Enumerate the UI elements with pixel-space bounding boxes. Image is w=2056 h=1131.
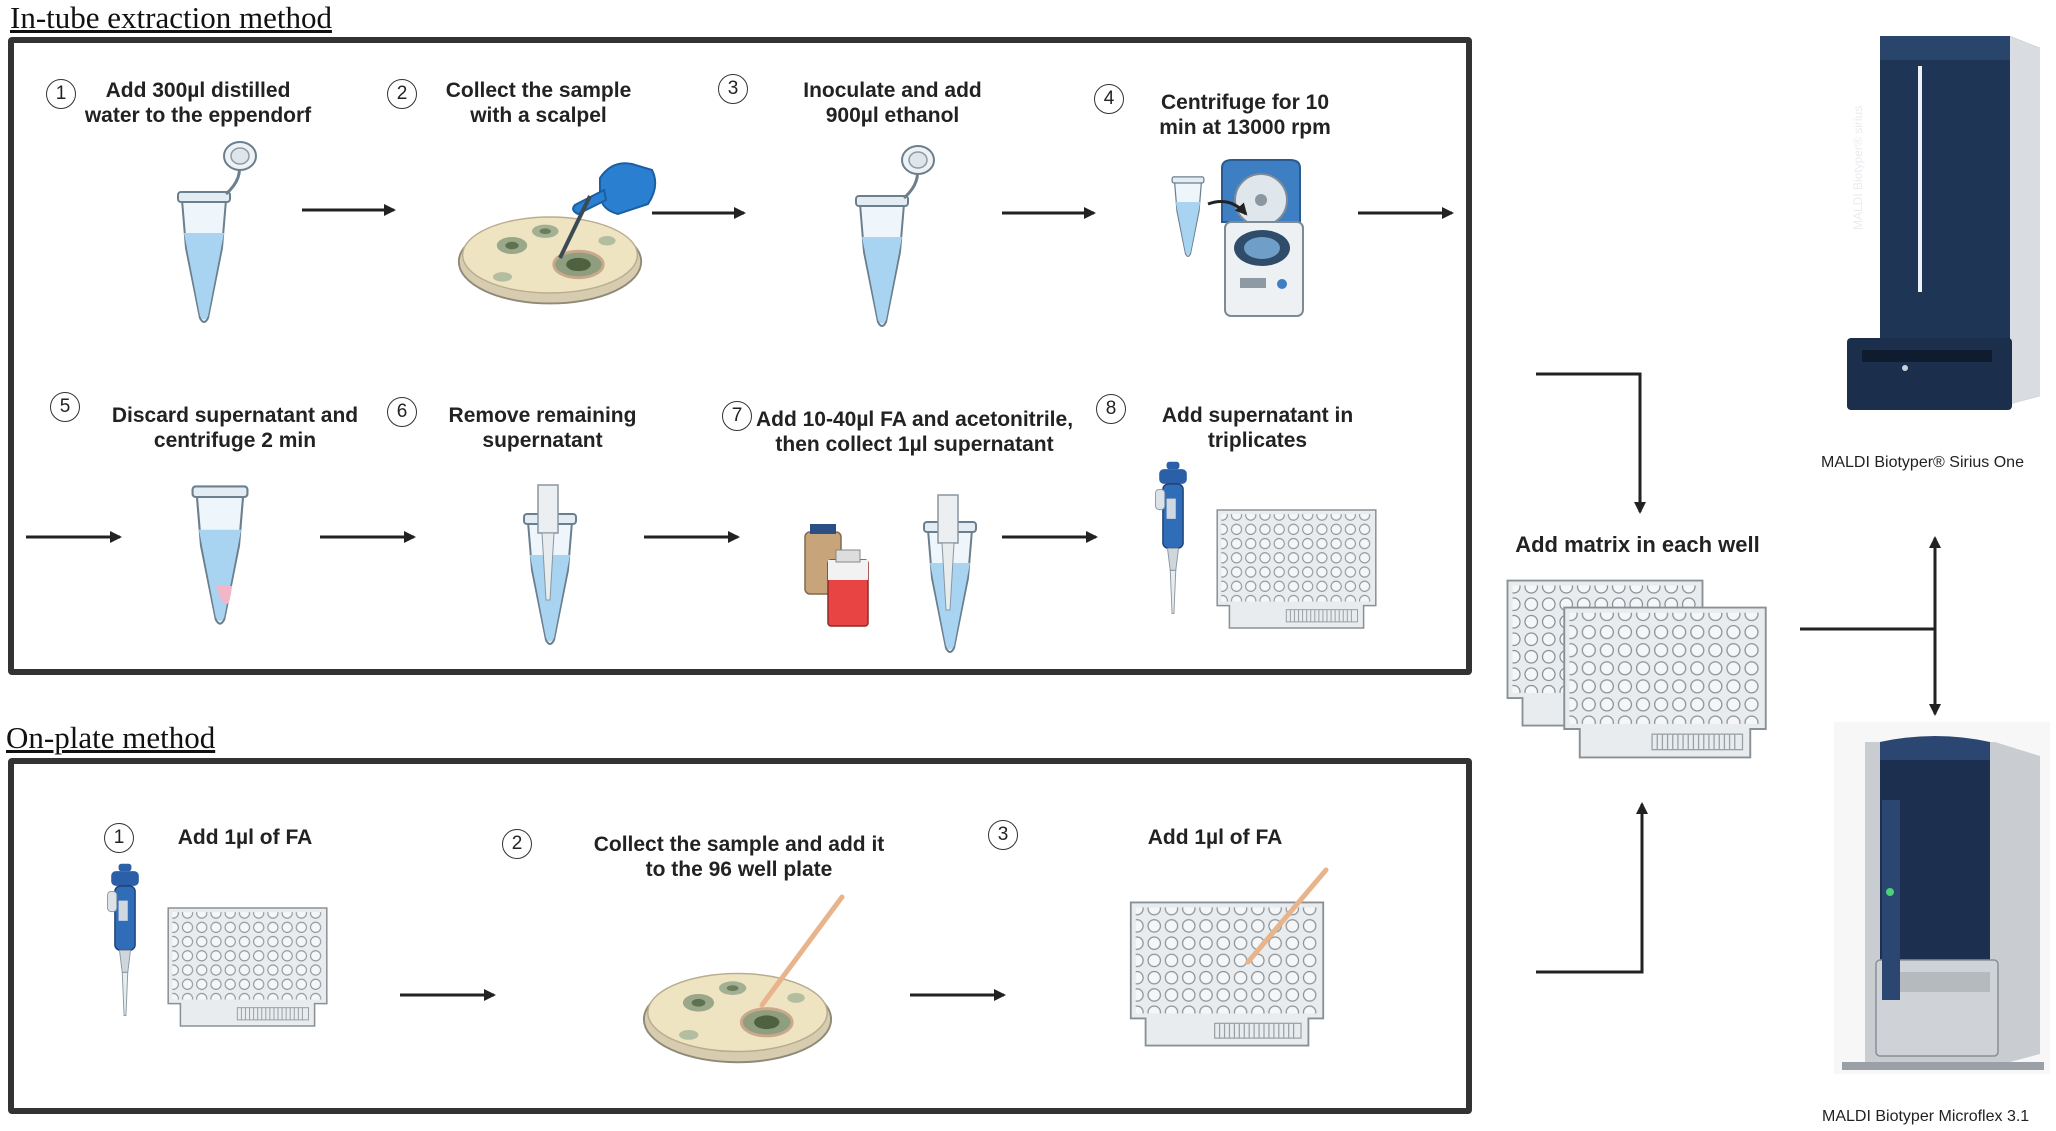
onplate-step-label-3: Add 1µl of FA (1147, 826, 1283, 849)
tube-with-tip-icon-2 (923, 494, 977, 653)
centrifuge-icon (1171, 159, 1304, 317)
step-label-7: Add 10-40µl FA and acetonitrile, then co… (755, 408, 1074, 456)
maldi-microflex-instrument-icon (1834, 722, 2050, 1074)
step-label-3: Inoculate and add 900µl ethanol (803, 79, 982, 127)
maldi-sirius-instrument-icon (1847, 36, 2040, 410)
eppendorf-ethanol-icon (854, 144, 936, 328)
sirius-side-label: MALDI Biotyper® sirius (1851, 106, 1865, 230)
pellet-mark (216, 586, 232, 605)
well-plate-fa-icon (167, 907, 328, 1027)
reagent-bottles-icon (804, 524, 869, 627)
step-number-4: 4 (1094, 84, 1124, 114)
pipette-fa-icon (106, 863, 140, 1017)
process-arrows (26, 204, 1454, 1001)
step-number-3: 3 (718, 74, 748, 104)
tube-with-tip-icon (523, 484, 577, 645)
toothpick-icon (759, 894, 845, 1008)
toothpick-plate-icon (1245, 867, 1329, 965)
onplate-step-label-2: Collect the sample and add it to the 96 … (593, 833, 885, 881)
step-number-1: 1 (46, 79, 76, 109)
onplate-step-label-1: Add 1µl of FA (177, 826, 313, 849)
well-plate-icon (1216, 509, 1377, 629)
step-label-2: Collect the sample with a scalpel (445, 79, 632, 127)
step-label-8: Add supernatant in triplicates (1161, 404, 1354, 452)
step-number-5: 5 (50, 392, 80, 422)
step-number-6: 6 (387, 397, 417, 427)
in-tube-frame (8, 37, 1472, 675)
sirius-caption: MALDI Biotyper® Sirius One (1821, 454, 2024, 471)
on-plate-title: On-plate method (6, 720, 216, 755)
eppendorf-tube-icon (176, 140, 258, 324)
matrix-label: Add matrix in each well (1515, 532, 1760, 557)
microflex-caption: MALDI Biotyper Microflex 3.1 (1822, 1108, 2030, 1125)
matrix-plate-front-icon (1563, 606, 1767, 759)
step-number-2: 2 (387, 79, 417, 109)
well-plate-sample-icon (1129, 901, 1325, 1047)
petri-dish-sample-icon (642, 971, 833, 1064)
supernatant-pellet-tube-icon (191, 485, 249, 625)
step-label-4: Centrifuge for 10 min at 13000 rpm (1159, 91, 1331, 139)
step-label-1: Add 300µl distilled water to the eppendo… (84, 79, 312, 127)
onplate-step-number-3: 3 (988, 820, 1018, 850)
step-number-7: 7 (722, 401, 752, 431)
step-label-6: Remove remaining supernatant (448, 404, 637, 452)
in-tube-title: In-tube extraction method (10, 0, 332, 35)
connector-arrows (1536, 372, 1941, 974)
onplate-step-number-2: 2 (502, 829, 532, 859)
on-plate-frame (8, 758, 1472, 1114)
petri-dish-icon (457, 215, 643, 305)
step-number-8: 8 (1096, 394, 1126, 424)
onplate-step-number-1: 1 (104, 823, 134, 853)
pipette-icon (1154, 461, 1188, 615)
step-label-5: Discard supernatant and centrifuge 2 min (111, 404, 359, 452)
gloved-hand-scalpel-icon (558, 162, 657, 259)
